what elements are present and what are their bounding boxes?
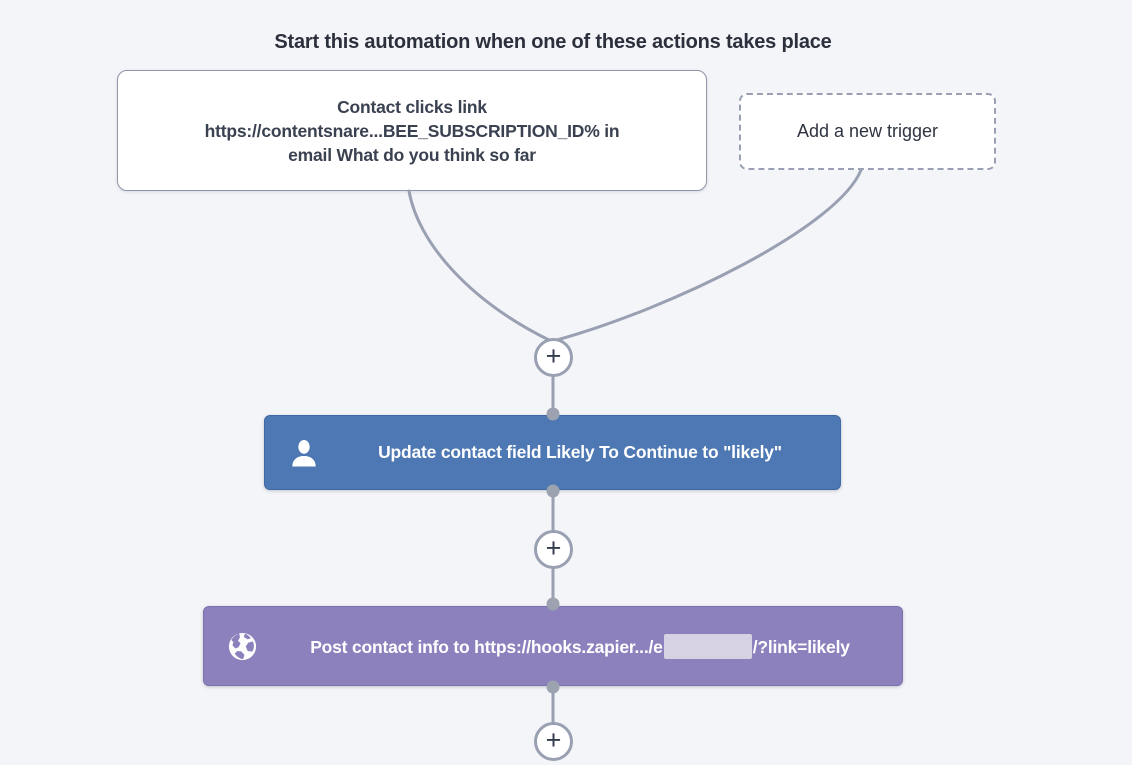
add-new-trigger-label: Add a new trigger bbox=[796, 121, 939, 141]
add-new-trigger-button[interactable]: Add a new trigger bbox=[739, 93, 996, 170]
add-action-button-1[interactable]: + bbox=[534, 338, 573, 377]
plus-icon: + bbox=[545, 724, 562, 755]
trigger-text-line: Contact clicks link bbox=[337, 96, 487, 117]
plus-icon: + bbox=[545, 532, 562, 563]
person-icon bbox=[288, 437, 320, 469]
connector-curve-right bbox=[555, 168, 863, 342]
page-title: Start this automation when one of these … bbox=[274, 31, 832, 53]
connector-curve-left bbox=[407, 189, 551, 342]
globe-icon bbox=[226, 630, 258, 662]
redacted-text bbox=[663, 633, 752, 659]
action-label: Update contact field Likely To Continue … bbox=[378, 442, 782, 462]
trigger-node-contact-clicks-link[interactable]: Contact clicks link https://contentsnare… bbox=[117, 70, 707, 191]
action-label-prefix: Post contact info to https://hooks.zapie… bbox=[310, 636, 663, 657]
trigger-text-line: https://contentsnare...BEE_SUBSCRIPTION_… bbox=[204, 120, 620, 141]
plus-icon: + bbox=[545, 340, 562, 371]
add-action-button-2[interactable]: + bbox=[534, 530, 573, 569]
add-action-button-3[interactable]: + bbox=[534, 722, 573, 761]
action-node-webhook-post[interactable]: Post contact info to https://hooks.zapie… bbox=[203, 606, 903, 686]
action-label: Post contact info to https://hooks.zapie… bbox=[258, 633, 902, 659]
action-label-suffix: /?link=likely bbox=[752, 636, 850, 657]
action-node-update-contact-field[interactable]: Update contact field Likely To Continue … bbox=[264, 415, 841, 490]
trigger-text-line: email What do you think so far bbox=[288, 144, 536, 165]
